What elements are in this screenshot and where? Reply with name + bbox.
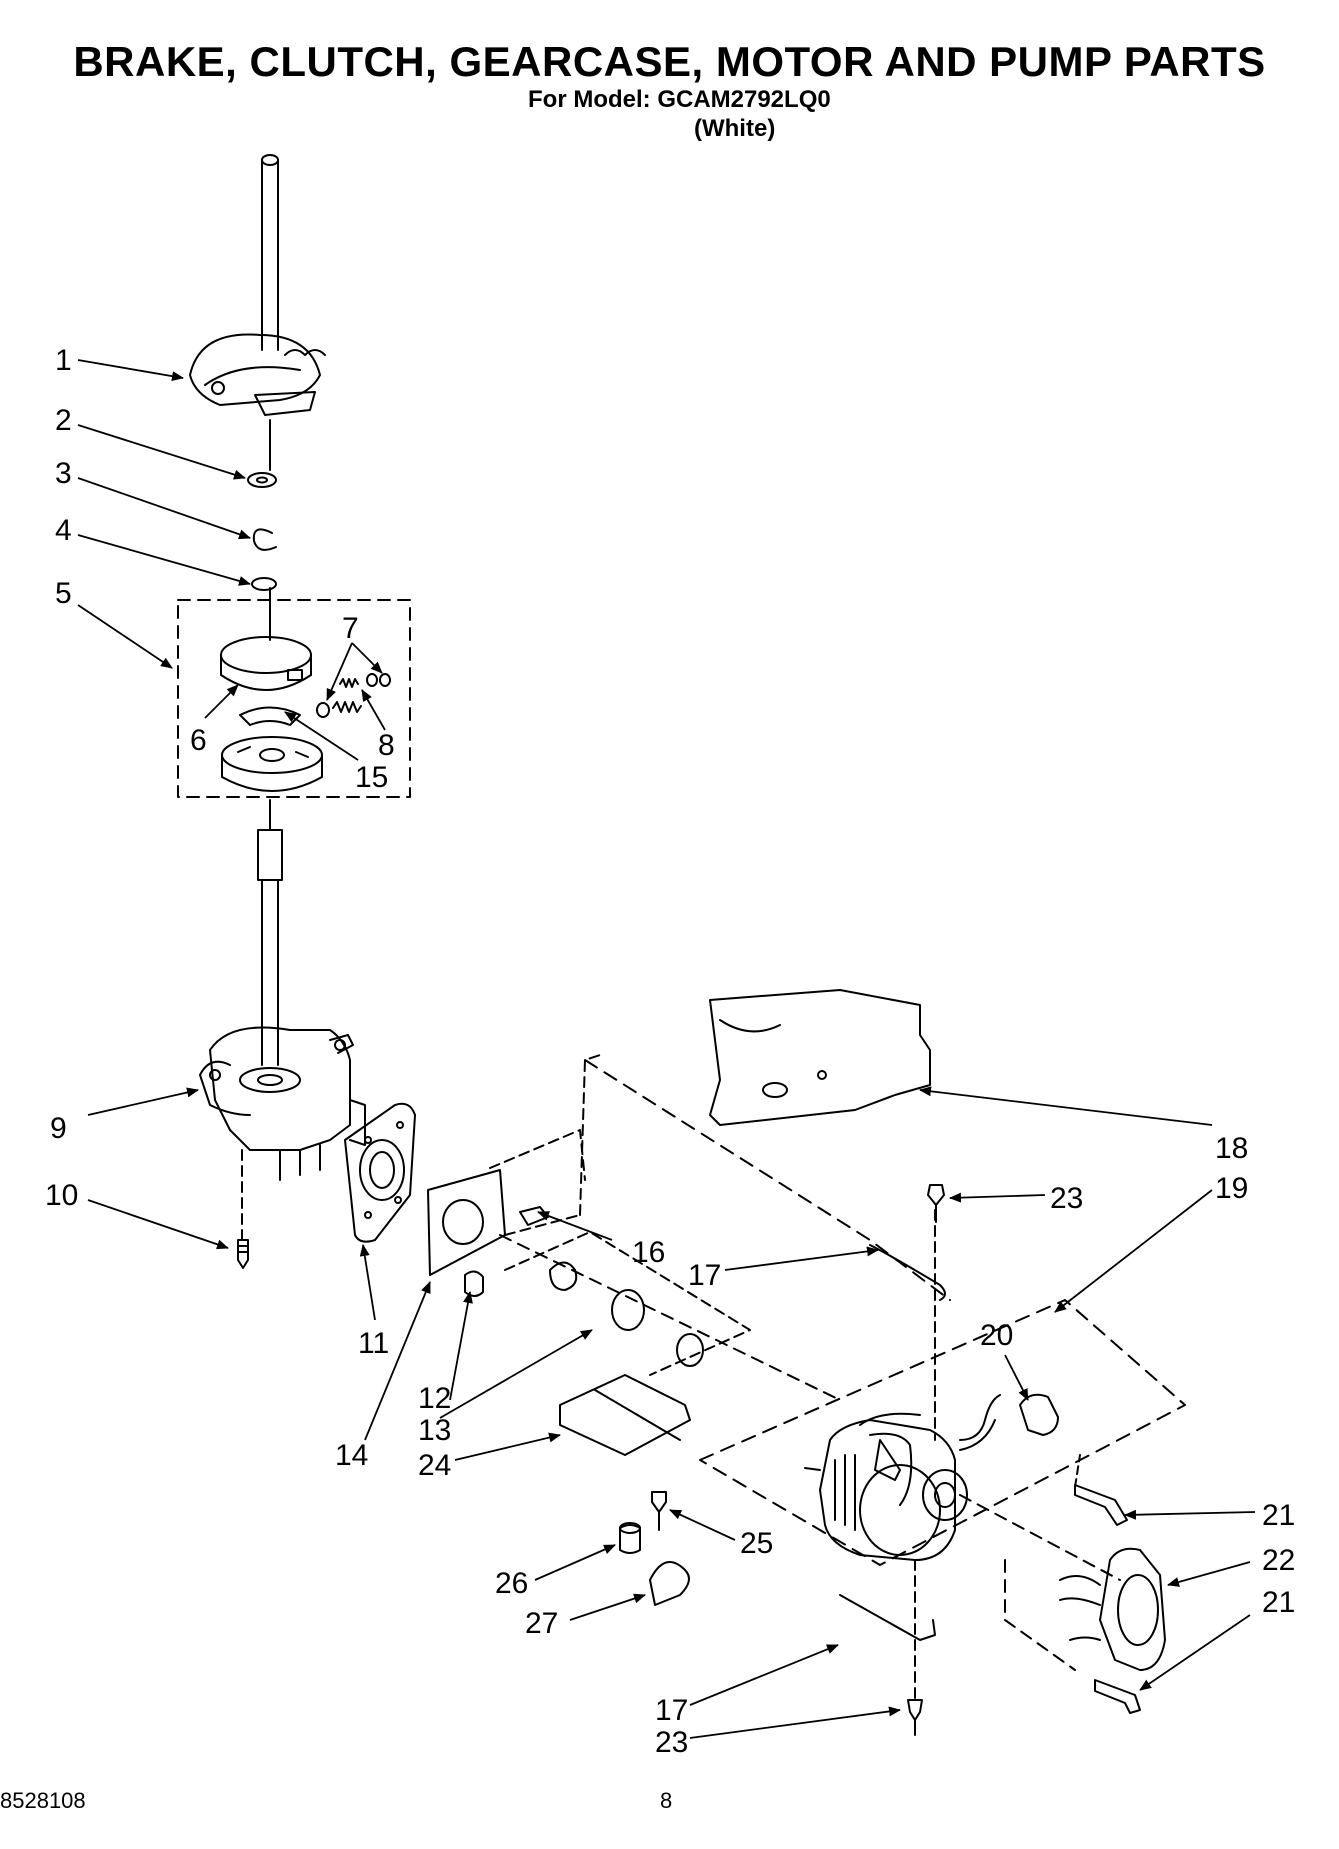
support-clamp: [649, 1561, 690, 1606]
leader-17b: [689, 1644, 839, 1706]
washer: [247, 472, 277, 488]
leader-17a: [724, 1246, 879, 1271]
leader-24: [454, 1432, 561, 1461]
callout-3: 3: [55, 457, 72, 490]
motor-clip-upper: [869, 1244, 946, 1301]
leader-22: [1167, 1561, 1251, 1587]
callout-7: 7: [342, 612, 359, 645]
leader-3: [77, 477, 251, 540]
mounting-bracket-lower: [1094, 1679, 1141, 1714]
pump-screw: [519, 1206, 549, 1226]
lower-shaft: [257, 799, 283, 1066]
leader-25: [669, 1509, 736, 1541]
leader-26: [534, 1544, 616, 1581]
leader-8: [361, 689, 386, 731]
gearcase-screw: [237, 1239, 249, 1269]
callout-11: 11: [358, 1327, 389, 1360]
clutch-band: [220, 636, 312, 691]
leader-21a: [1124, 1509, 1256, 1520]
mounting-bracket-upper: [1074, 1484, 1128, 1526]
callout-17-upper: 17: [688, 1259, 721, 1292]
leader-18: [919, 1086, 1213, 1126]
callout-26: 26: [495, 1567, 528, 1600]
callout-23-lower: 23: [655, 1726, 688, 1759]
callout-14: 14: [335, 1439, 368, 1472]
clutch-assembly-box: [177, 599, 411, 798]
coupler-parts: [499, 1234, 841, 1401]
leader-15: [284, 711, 359, 761]
bushing: [464, 1270, 484, 1297]
leader-27: [569, 1593, 646, 1621]
callout-23-upper: 23: [1050, 1182, 1083, 1215]
upper-shaft: [261, 154, 279, 351]
support-screw: [651, 1491, 667, 1531]
document-number: 8528108: [0, 1788, 86, 1813]
callout-6: 6: [190, 724, 207, 757]
color-label: (White): [694, 115, 776, 142]
model-label: For Model: GCAM2792LQ0: [528, 86, 831, 113]
callout-10: 10: [45, 1179, 78, 1212]
callout-24: 24: [418, 1449, 451, 1482]
callout-22: 22: [1262, 1544, 1295, 1577]
callout-9: 9: [50, 1112, 67, 1145]
clutch-hub: [221, 736, 323, 792]
callout-15: 15: [355, 761, 388, 794]
motor-assembly-box: [699, 1299, 1186, 1566]
motor-shield: [709, 989, 931, 1126]
callout-20: 20: [980, 1319, 1013, 1352]
leader-9: [87, 1087, 199, 1116]
page-number: 8: [660, 1788, 673, 1813]
callout-27: 27: [525, 1607, 558, 1640]
leader-7b: [351, 642, 383, 674]
callout-21-upper: 21: [1262, 1499, 1295, 1532]
cover-plate: [559, 1374, 691, 1456]
leader-10: [87, 1199, 229, 1250]
callout-16: 16: [632, 1236, 665, 1269]
seal-plate: [344, 1102, 416, 1243]
motor-switch: [1019, 1393, 1059, 1436]
leader-4: [77, 534, 251, 586]
leader-16: [537, 1211, 613, 1241]
leader-1: [77, 359, 184, 382]
motor-screw-upper: [927, 1184, 945, 1223]
leader-2: [77, 424, 246, 480]
leader-12: [449, 1291, 473, 1401]
motor-clip-lower: [839, 1594, 936, 1641]
support-bushing: [619, 1524, 641, 1554]
page-title: BRAKE, CLUTCH, GEARCASE, MOTOR AND PUMP …: [73, 38, 1266, 85]
leader-23a: [949, 1192, 1046, 1203]
callout-21-lower: 21: [1262, 1586, 1295, 1619]
callout-19: 19: [1215, 1172, 1248, 1205]
motor: [804, 1394, 1121, 1581]
callout-13: 13: [418, 1414, 451, 1447]
gearcase: [199, 1026, 366, 1181]
leader-19: [1054, 1189, 1213, 1313]
callout-12: 12: [418, 1382, 451, 1415]
leader-23b: [689, 1706, 901, 1739]
pump: [1059, 1547, 1166, 1671]
callout-8: 8: [378, 729, 395, 762]
callout-18: 18: [1215, 1132, 1248, 1165]
leader-5: [77, 604, 173, 669]
callout-2: 2: [55, 404, 72, 437]
callout-1: 1: [55, 344, 72, 377]
leader-11: [359, 1244, 376, 1321]
leader-21b: [1139, 1614, 1251, 1691]
motor-screw-lower: [907, 1699, 923, 1736]
retaining-clip: [252, 528, 277, 551]
leader-14: [364, 1281, 431, 1441]
callout-5: 5: [55, 577, 72, 610]
leader-6: [204, 684, 239, 719]
brake-assembly: [189, 333, 326, 471]
leader-7a: [326, 642, 353, 701]
gasket: [427, 1169, 506, 1276]
callout-4: 4: [55, 514, 72, 547]
callout-25: 25: [740, 1527, 773, 1560]
snap-ring: [251, 577, 277, 591]
leader-20: [1004, 1354, 1029, 1401]
leader-13: [439, 1329, 593, 1419]
callout-17-lower: 17: [655, 1694, 688, 1727]
spring-assembly: [316, 673, 391, 718]
